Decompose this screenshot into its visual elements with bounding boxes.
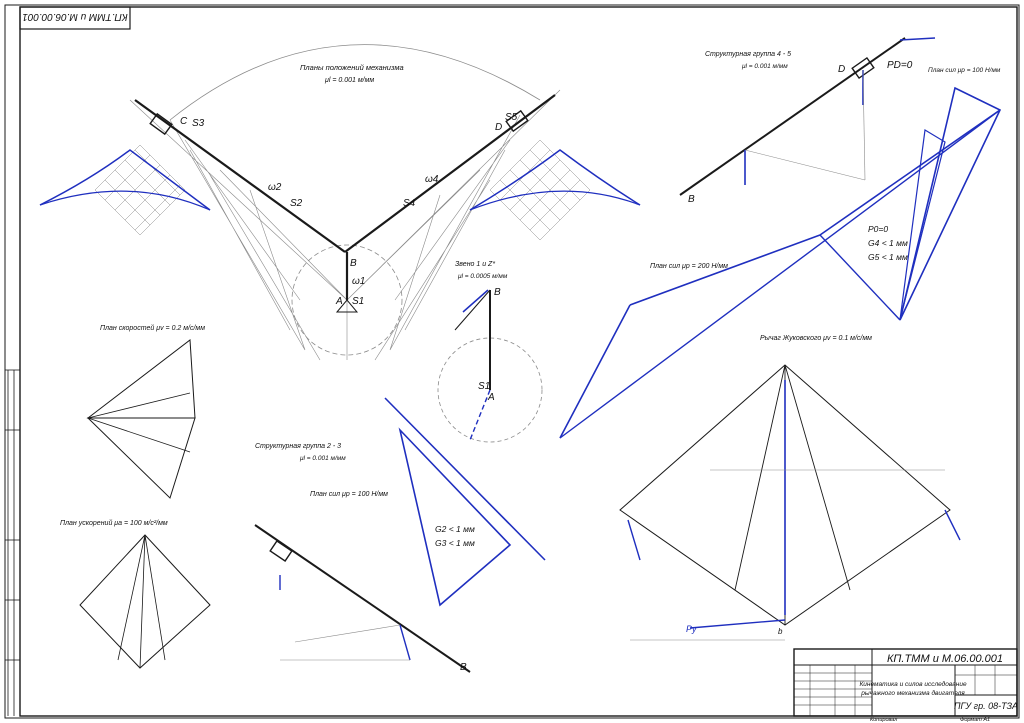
link1-scale: μl = 0.0005 м/мм (457, 273, 508, 280)
zhukovsky-title: Рычаг Жуковского μv = 0.1 м/с/мм (760, 335, 872, 342)
label-B-g45: B (688, 194, 695, 205)
force-plan-bottom-title: План сил μp = 100 Н/мм (310, 491, 388, 498)
label-C-main: C (180, 116, 188, 127)
label-omega1: ω1 (352, 276, 365, 287)
label-D-g45: D (838, 64, 845, 75)
label-D-main: D (495, 122, 502, 133)
group45-scale: μl = 0.001 м/мм (741, 63, 788, 70)
mechanism-position-plans: Планы положений механизма μl = 0.001 м/м… (39, 44, 641, 361)
cond-top-3: G5 < 1 мм (868, 252, 908, 262)
structural-group-45: Структурная группа 4 - 5 μl = 0.001 м/мм… (679, 37, 936, 205)
outer-frame (4, 4, 1020, 719)
format-label: Формат А1 (960, 717, 990, 723)
label-S3-main: S3 (192, 118, 205, 129)
rotated-code-box: КП.ТММ и М.06.00.001 (19, 6, 131, 30)
label-B-main: B (350, 258, 357, 269)
positions-title: Планы положений механизма (300, 63, 404, 72)
copied-label: Копировал (870, 717, 897, 723)
positions-scale: μl = 0.001 м/мм (324, 77, 374, 84)
label-B-link1: B (494, 287, 501, 298)
label-omega2: ω2 (268, 182, 282, 193)
structural-group-23: Структурная группа 2 - 3 μl = 0.001 м/мм… (254, 443, 471, 673)
stamp-title-line2: рычажного механизма двигателя (860, 689, 965, 697)
label-S1-main: S1 (352, 296, 364, 307)
velocity-title: План скоростей μv = 0.2 м/с/мм (100, 324, 205, 332)
label-b-zh: b (778, 627, 783, 636)
cond-top-1: P0=0 (868, 224, 888, 234)
stamp-group: ПГУ гр. 08-ТЗА (954, 701, 1018, 711)
label-omega4: ω4 (425, 174, 439, 185)
label-S4-main: S4 (403, 198, 416, 209)
zhukovsky-lever: Рычаг Жуковского μv = 0.1 м/с/мм b Py (619, 335, 961, 641)
link-1-diagram: Звено 1 и Z* μl = 0.0005 м/мм B A S1 (437, 261, 543, 443)
force-plan-mid-title: План сил μp = 200 Н/мм (650, 263, 728, 270)
title-block: КП.ТММ и М.06.00.001 Кинематика и силов … (793, 648, 1018, 717)
link1-title: Звено 1 и Z* (455, 261, 495, 268)
label-A-link1: A (487, 392, 495, 403)
rotated-code-text: КП.ТММ и М.06.00.001 (22, 11, 128, 22)
cond-top-2: G4 < 1 мм (868, 238, 908, 248)
left-binding-strip (5, 369, 20, 716)
label-S2-main: S2 (290, 198, 303, 209)
force-plan-top-title: План сил μp = 100 Н/мм (928, 67, 1001, 74)
group45-title: Структурная группа 4 - 5 (705, 51, 791, 58)
velocity-plan: План скоростей μv = 0.2 м/с/мм (86, 324, 205, 499)
label-PD-zero: PD=0 (887, 60, 913, 71)
label-A-main: A (335, 296, 343, 307)
force-plan-top: План сил μp = 100 Н/мм P0=0 G4 < 1 мм G5… (868, 67, 1002, 321)
group23-title: Структурная группа 2 - 3 (255, 443, 341, 450)
inner-frame (19, 6, 1018, 717)
label-S5-main: S5 (505, 112, 518, 123)
label-S1-link1: S1 (478, 381, 490, 392)
cond-bottom-1: G2 < 1 мм (435, 524, 475, 534)
label-B-g23: B (460, 662, 467, 673)
group23-scale: μl = 0.001 м/мм (299, 455, 346, 462)
cond-bottom-2: G3 < 1 мм (435, 538, 475, 548)
force-plan-mid: План сил μp = 200 Н/мм (559, 109, 1001, 439)
force-plan-bottom: G2 < 1 мм G3 < 1 мм (384, 397, 546, 607)
acceleration-title: План ускорений μa = 100 м/с²/мм (60, 519, 168, 527)
stamp-title-line1: Кинематика и силов исследование (859, 680, 967, 688)
acceleration-plan: План ускорений μa = 100 м/с²/мм (60, 519, 211, 669)
stamp-code: КП.ТММ и М.06.00.001 (887, 653, 1003, 665)
label-Py-zh: Py (686, 624, 697, 634)
